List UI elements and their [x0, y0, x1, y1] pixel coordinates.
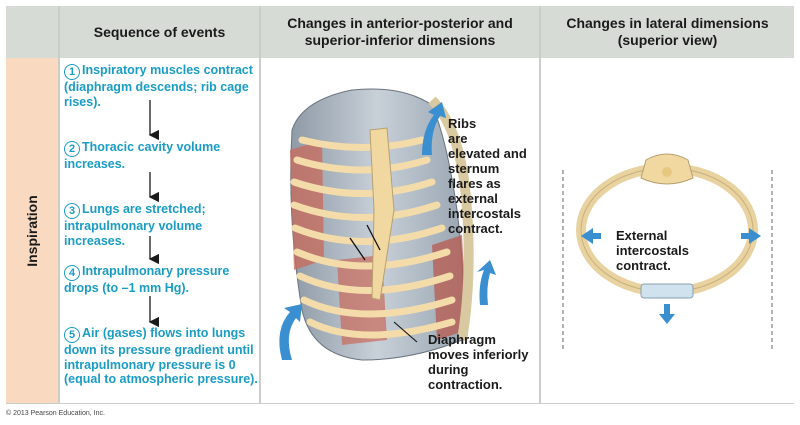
rib-cage-illustration	[279, 88, 496, 361]
sequence-arrows	[148, 100, 160, 328]
row-label: Inspiration	[24, 195, 40, 267]
header-sequence: Sequence of events	[93, 23, 226, 40]
step-number: 4	[64, 265, 80, 281]
header-divider	[58, 6, 60, 404]
lateral-view-illustration	[562, 153, 773, 350]
row-label-bg	[6, 58, 58, 404]
header-ap-si: Changes in anterior-posterior and superi…	[287, 15, 513, 48]
header-divider	[539, 6, 541, 404]
table-bottom-border	[6, 403, 794, 404]
up-arrow-icon	[477, 260, 496, 305]
header-band	[6, 6, 794, 58]
step-number: 2	[64, 141, 80, 157]
left-arrow-icon	[581, 228, 601, 244]
up-arrow-icon	[279, 304, 302, 360]
down-arrow-icon	[659, 304, 675, 324]
step-number: 1	[64, 64, 80, 80]
header-divider	[259, 6, 261, 404]
header-lateral: Changes in lateral dimensions (superior …	[566, 15, 769, 48]
copyright: © 2013 Pearson Education, Inc.	[6, 410, 105, 417]
step-number: 5	[64, 327, 80, 343]
right-arrow-icon	[741, 228, 761, 244]
step-number: 3	[64, 203, 80, 219]
up-arrow-icon	[422, 102, 446, 155]
